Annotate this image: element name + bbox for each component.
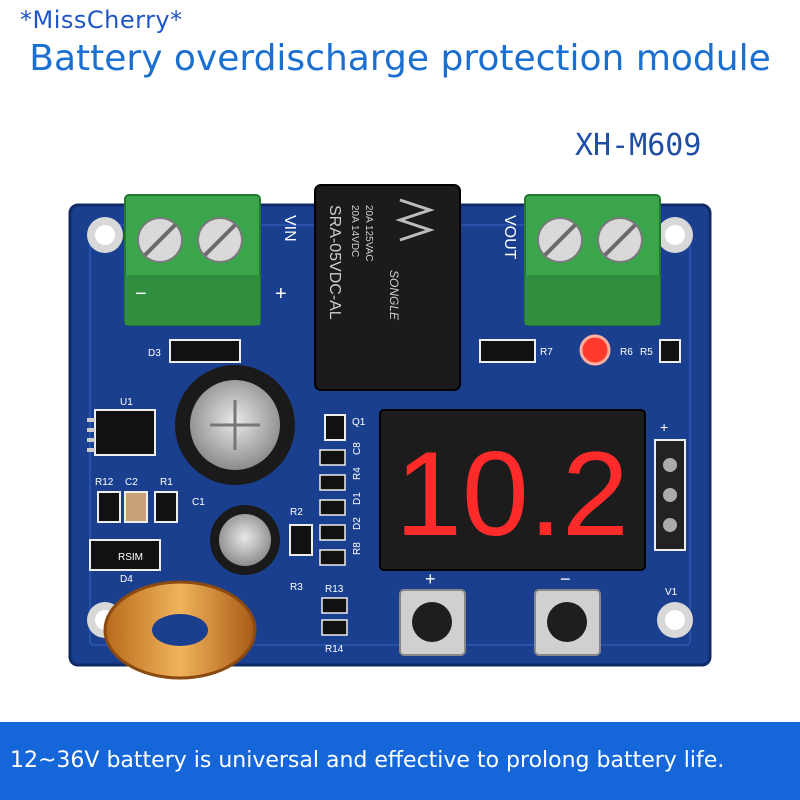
relay-rating-2: 20A 125VAC — [363, 205, 374, 262]
output-terminal-block — [524, 194, 661, 326]
svg-text:+: + — [660, 419, 668, 435]
svg-text:R3: R3 — [290, 582, 303, 593]
svg-text:R4: R4 — [352, 467, 363, 480]
svg-text:V1: V1 — [665, 587, 678, 598]
svg-text:RSIM: RSIM — [118, 552, 143, 563]
pcb-photo: VIN + − SRA-05VDC-AL 20A 14VDC 20A 125VA… — [60, 180, 720, 680]
svg-text:R5: R5 — [640, 347, 653, 358]
pcb-board: VIN + − SRA-05VDC-AL 20A 14VDC 20A 125VA… — [68, 184, 712, 680]
svg-text:Q1: Q1 — [352, 417, 366, 428]
svg-text:R14: R14 — [325, 644, 344, 655]
input-terminal-block — [124, 194, 261, 326]
svg-text:C8: C8 — [352, 442, 363, 455]
svg-text:R8: R8 — [352, 542, 363, 555]
svg-text:R6: R6 — [620, 347, 633, 358]
svg-text:R1: R1 — [160, 477, 173, 488]
footer-banner: 12~36V battery is universal and effectiv… — [0, 722, 800, 800]
relay-brand: SONGLE — [387, 270, 401, 321]
status-led — [579, 334, 611, 366]
svg-text:D4: D4 — [120, 574, 133, 585]
plus-label: + — [425, 569, 436, 589]
svg-text:C2: C2 — [125, 477, 138, 488]
display-reading: 10.2 — [395, 427, 629, 561]
svg-text:D2: D2 — [352, 517, 363, 530]
svg-text:R13: R13 — [325, 584, 344, 595]
minus-label: − — [560, 569, 571, 589]
relay-model: SRA-05VDC-AL — [326, 205, 343, 320]
relay: SRA-05VDC-AL 20A 14VDC 20A 125VAC SONGLE — [314, 184, 461, 391]
svg-text:R7: R7 — [540, 347, 553, 358]
svg-text:R12: R12 — [95, 477, 114, 488]
svg-text:D1: D1 — [352, 492, 363, 505]
toroid-inductor — [103, 580, 257, 680]
svg-text:D3: D3 — [148, 348, 161, 359]
svg-text:U1: U1 — [120, 397, 133, 408]
svg-text:+: + — [275, 283, 287, 305]
svg-text:R2: R2 — [290, 507, 303, 518]
svg-text:C1: C1 — [192, 497, 205, 508]
chip-u1: U1 — [87, 397, 156, 456]
brand-watermark: *MissCherry* — [20, 6, 183, 34]
relay-rating-1: 20A 14VDC — [349, 205, 360, 257]
decrease-button[interactable] — [534, 589, 601, 656]
seven-segment-display: 10.2 — [379, 409, 646, 571]
svg-text:−: − — [135, 283, 147, 305]
electrolytic-capacitor — [175, 365, 295, 485]
vout-label: VOUT — [501, 215, 518, 260]
footer-text: 12~36V battery is universal and effectiv… — [10, 748, 725, 773]
vin-label: VIN — [281, 215, 298, 242]
increase-button[interactable] — [399, 589, 466, 656]
product-title: Battery overdischarge protection module — [29, 38, 771, 79]
model-number: XH-M609 — [575, 128, 702, 163]
header-pins — [654, 439, 686, 551]
